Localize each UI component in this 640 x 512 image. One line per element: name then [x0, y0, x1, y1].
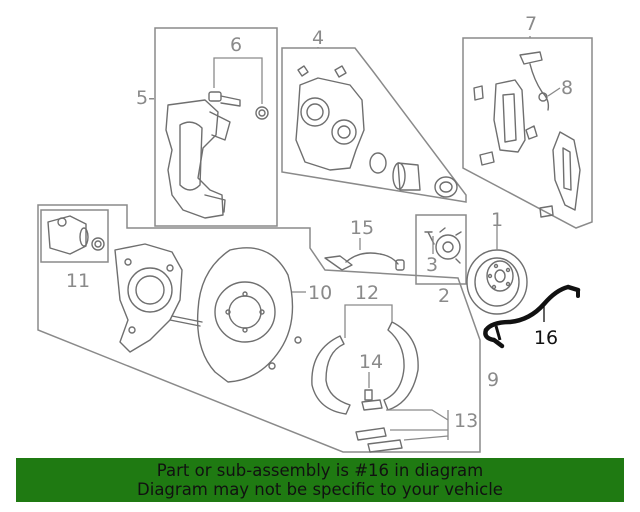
callout-7: 7: [525, 13, 537, 35]
callout-8: 8: [561, 77, 573, 99]
callout-6: 6: [230, 34, 242, 56]
callout-2: 2: [438, 285, 450, 307]
backing-plate-box: [37, 204, 481, 453]
leader-6: [213, 57, 263, 104]
wheel-speed-sensor-part: [324, 238, 405, 271]
rotor-part: [466, 226, 528, 315]
callout-9: 9: [487, 369, 499, 391]
leader-13: [386, 409, 449, 441]
callout-3: 3: [426, 254, 438, 276]
callout-10: 10: [308, 282, 332, 304]
callout-5: 5-: [136, 87, 155, 109]
callout-1: 1: [491, 209, 503, 231]
park-brake-box: [40, 209, 109, 263]
hub-box: [415, 214, 467, 285]
caliper-bracket-group: [154, 27, 278, 227]
caliper-bracket-box: [154, 27, 278, 227]
callout-16: 16: [534, 327, 558, 349]
callout-15: 15: [350, 217, 374, 239]
callout-12: 12: [355, 282, 379, 304]
banner-line-part: Part or sub-assembly is #16 in diagram: [156, 461, 484, 480]
callout-14: 14: [359, 351, 383, 373]
banner-line-disclaimer: Diagram may not be specific to your vehi…: [137, 480, 503, 499]
backing-plate-group: [37, 204, 481, 453]
caliper-group: [281, 47, 467, 203]
brake-pads-box: [462, 37, 593, 229]
highlighted-part-16: [483, 284, 581, 349]
callout-13: 13: [454, 410, 478, 432]
info-banner: Part or sub-assembly is #16 in diagram D…: [16, 458, 624, 502]
leader-12: [344, 304, 393, 338]
parts-diagram: 1 2 3 4 5- 6 7 8 9 10 11 12 13 14 15 16: [37, 13, 593, 453]
leader-8: [547, 87, 561, 97]
caliper-box: [281, 47, 467, 203]
hub-group: [415, 214, 467, 285]
callout-labels: 1 2 3 4 5- 6 7 8 9 10 11 12 13 14 15 16: [66, 13, 573, 432]
brake-pads-group: [462, 36, 593, 229]
callout-11: 11: [66, 270, 90, 292]
callout-4: 4: [312, 27, 324, 49]
